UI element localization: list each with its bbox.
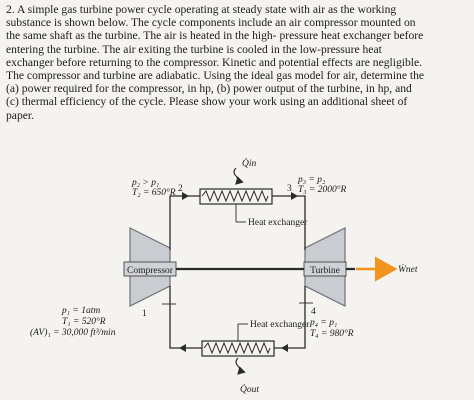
state1-pressure: p₁ = 1atm [61,306,100,316]
problem-line: entering the turbine. The air exiting th… [6,42,382,56]
problem-line: (a) power required for the compressor, i… [6,82,412,96]
state3-number: 3 [287,184,292,194]
heat-in-label: Q̇in [242,157,257,169]
state4-pressure: p₄ = p₁ [309,318,337,328]
pipe-4 [274,286,306,349]
work-output-label: Ẇnet [398,263,418,275]
problem-line: The compressor and turbine are adiabatic… [6,69,425,83]
compressor-label-box [123,261,177,277]
turbine-label: Turbine [310,266,340,276]
hx-top-label: Heat exchanger [248,218,308,228]
problem-line: paper. [6,108,35,122]
state4-number: 4 [311,307,316,317]
state2-number: 2 [178,184,183,194]
state1-volumetric-flow: (AV)₁ = 30,000 ft³/min [30,327,116,338]
problem-line: 2. A simple gas turbine power cycle oper… [6,3,397,16]
problem-statement: 2. A simple gas turbine power cycle oper… [6,3,468,122]
problem-line: the same shaft as the turbine. The air i… [6,29,424,43]
state3-temperature: T₃ = 2000°R [298,184,347,195]
hx-bottom-label: Heat exchanger [250,320,310,330]
state3-pressure: p₃ = p₂ [297,175,326,185]
turbine-label-box [303,261,347,277]
state1-number: 1 [142,309,147,319]
heat-in-squiggle [233,167,244,185]
heat-out-squiggle [235,357,246,375]
heat-exchanger-top-coil [201,189,269,203]
problem-line: substance is shown below. The cycle comp… [6,16,416,30]
heat-out-label: Q̇out [240,383,259,395]
state2-temperature: T₂ = 650°R [132,187,176,198]
compressor-label: Compressor [127,266,174,276]
pipe-1 [169,286,202,349]
problem-line: exchanger before returning to the compre… [6,55,423,69]
state1-temperature: T₁ = 520°R [62,316,106,327]
pipe-2 [169,195,200,250]
state4-temperature: T₄ = 980°R [310,328,354,339]
heat-exchanger-bottom-coil [203,341,271,355]
problem-line: (c) thermal efficiency of the cycle. Ple… [6,95,408,109]
state2-pressure: p₂ > p₁ [131,178,159,188]
